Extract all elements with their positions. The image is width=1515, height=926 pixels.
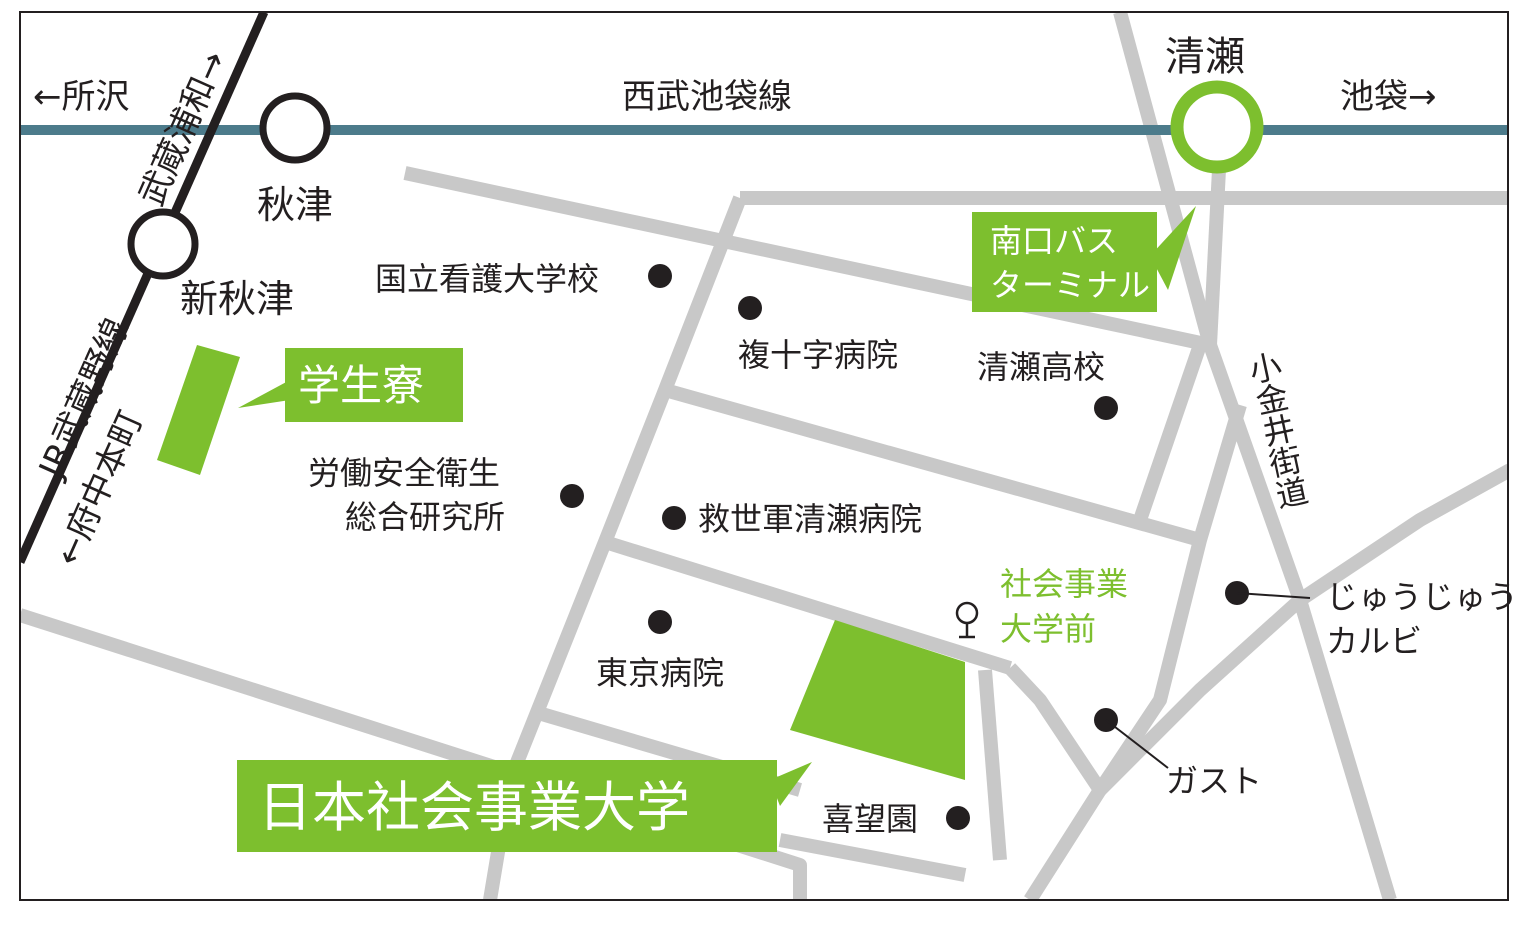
road-lower-diagonal [602, 535, 1013, 675]
bus-stop-label-1: 社会事業 [1000, 565, 1128, 603]
road-southwest-long [20, 608, 807, 900]
station-shin-akitsu-label: 新秋津 [180, 277, 294, 321]
station-shin-akitsu[interactable]: 新秋津 [127, 208, 294, 321]
university-label: 日本社会事業大学 [258, 776, 690, 839]
seibu-line-name: 西武池袋線 [622, 77, 792, 117]
dormitory-callout[interactable]: 学生寮 [238, 348, 463, 422]
road-south-branch [778, 833, 967, 882]
station-akitsu-label: 秋津 [257, 183, 333, 227]
seibu-east-direction: 池袋→ [1340, 77, 1437, 117]
station-akitsu[interactable]: 秋津 [257, 92, 333, 227]
poi-juujuu-label-2: カルビ [1326, 622, 1422, 660]
bus-stop-icon [955, 601, 979, 625]
road-southeast-arc [1024, 463, 1508, 900]
poi-dot [738, 296, 762, 320]
road-local-east [978, 669, 1007, 861]
bus-stop-shakai-jigyo-daigaku-mae[interactable]: 社会事業 大学前 [955, 565, 1128, 648]
station-kiyose-label: 清瀬 [1165, 34, 1245, 80]
poi-kiyose-high-label: 清瀬高校 [977, 348, 1105, 386]
bus-terminal-callout[interactable]: 南口バス ターミナル [972, 206, 1196, 312]
poi-kibouen-label: 喜望園 [822, 800, 918, 838]
dormitory-pointer [238, 380, 290, 408]
jr-musashino-line [20, 12, 269, 564]
bus-stop-label-2: 大学前 [1000, 610, 1096, 648]
poi-tokyo-hospital-label: 東京病院 [596, 654, 724, 692]
dormitory-label: 学生寮 [298, 361, 424, 410]
poi-gusto-label: ガスト [1166, 762, 1262, 800]
poi-juujuu-label-1: じゅうじゅう [1326, 578, 1515, 616]
dormitory-box [285, 348, 463, 422]
poi-juujuu-karubi[interactable]: じゅうじゅう カルビ [1225, 578, 1515, 660]
road-station-approach [1203, 149, 1227, 346]
poi-leader-line [1105, 719, 1169, 769]
road-diagonal-north [403, 166, 1212, 352]
poi-kyuseigun-hospital[interactable]: 救世軍清瀬病院 [662, 500, 922, 538]
poi-fukujuji-hospital[interactable]: 複十字病院 [738, 296, 898, 374]
bus-terminal-label-1: 南口バス [990, 222, 1118, 260]
poi-dot [662, 506, 686, 530]
station-kiyose[interactable]: 清瀬 [1165, 34, 1264, 174]
poi-dot [1094, 396, 1118, 420]
university-campus-area[interactable] [790, 620, 965, 780]
university-pointer [770, 762, 812, 806]
station-kiyose-marker [1170, 80, 1264, 174]
poi-dot [946, 806, 970, 830]
poi-dot [648, 264, 672, 288]
road-short-link [1133, 342, 1207, 523]
station-akitsu-marker [259, 92, 331, 164]
koganei-kaido-label: 小金井街道 [1241, 348, 1311, 512]
university-box [237, 760, 777, 852]
poi-dot [560, 484, 584, 508]
road-network [20, 12, 1508, 900]
poi-gusto[interactable]: ガスト [1094, 708, 1262, 800]
poi-kiyose-high-school[interactable]: 清瀬高校 [977, 348, 1118, 420]
poi-kibouen[interactable]: 喜望園 [822, 800, 970, 838]
dormitory-building-area[interactable] [157, 345, 240, 475]
poi-dot [648, 610, 672, 634]
road-mid-diagonal [663, 383, 1202, 547]
university-callout[interactable]: 日本社会事業大学 [237, 760, 812, 852]
poi-jniosh[interactable]: 労働安全衛生 総合研究所 [308, 454, 584, 536]
bus-terminal-box [972, 212, 1157, 312]
poi-nursing-school-label: 国立看護大学校 [375, 260, 599, 298]
poi-fukujuji-label: 複十字病院 [738, 336, 898, 374]
poi-jniosh-label-2: 総合研究所 [345, 498, 505, 536]
bus-terminal-pointer [1150, 206, 1196, 290]
seibu-west-direction: ←所沢 [33, 77, 130, 117]
station-shin-akitsu-marker [127, 208, 199, 280]
road-local-curve [1004, 403, 1247, 797]
poi-jniosh-label-1: 労働安全衛生 [308, 454, 500, 492]
road-koganei-kaido [1113, 12, 1397, 900]
map-frame [19, 11, 1509, 901]
poi-nursing-school[interactable]: 国立看護大学校 [375, 260, 672, 298]
bus-terminal-label-2: ターミナル [990, 266, 1150, 304]
poi-leader-line [1236, 592, 1311, 599]
poi-kyuseigun-label: 救世軍清瀬病院 [698, 500, 922, 538]
poi-tokyo-hospital[interactable]: 東京病院 [596, 610, 724, 692]
